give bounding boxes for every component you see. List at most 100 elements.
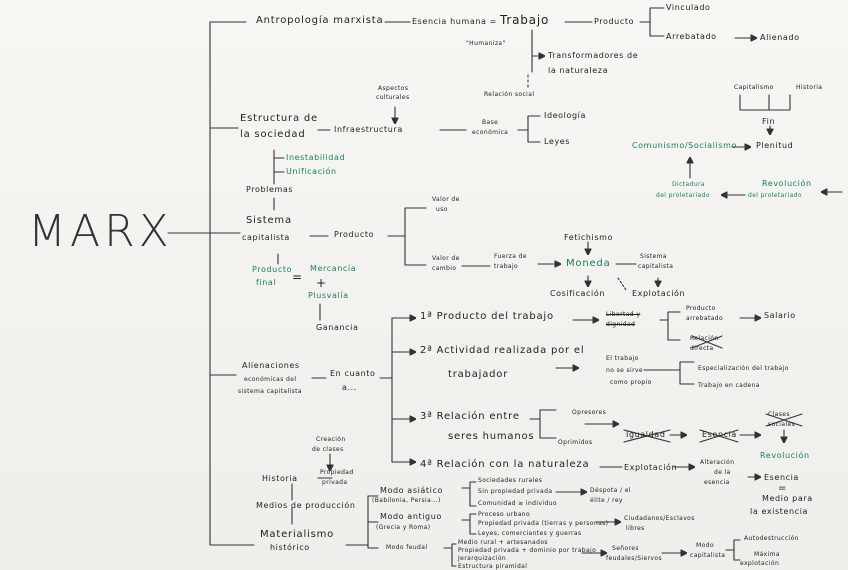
main-title: MARX xyxy=(28,206,173,257)
especializacion-node: Especialización del trabajo xyxy=(698,365,789,372)
producto-sistema: Producto xyxy=(334,230,375,239)
propiedad-line-1: Propiedad xyxy=(320,469,354,476)
senores-line-1: Señores xyxy=(612,545,639,552)
feudal-item-4: Estructura piramidal xyxy=(458,563,528,570)
alienacion-2-line-2: trabajador xyxy=(448,369,509,380)
despota-line-1: Déspota / el xyxy=(590,487,631,494)
estructura-line-2: la sociedad xyxy=(240,129,306,140)
relacion-directa-line-1: Relación xyxy=(690,335,719,342)
producto-node: Producto xyxy=(594,17,635,26)
revolucion-line-2: del proletariado xyxy=(748,192,802,199)
feudal-item-1: Medio rural + artesanados xyxy=(458,539,548,546)
sistema-line-1: Sistema xyxy=(246,215,292,226)
fin-node: Fin xyxy=(762,117,776,126)
medios-produccion: Medios de producción xyxy=(256,501,356,510)
capitalista-line-2: capitalista xyxy=(690,552,726,559)
transformadores-line-2: la naturaleza xyxy=(548,66,609,75)
asiatico-line-2: (Babilonia, Persia...) xyxy=(372,497,441,504)
estructura-line-1: Estructura de xyxy=(240,113,318,124)
antiguo-line-2: (Grecia y Roma) xyxy=(376,524,431,531)
sistema-cap-line-2: capitalista xyxy=(638,263,674,270)
medio-line-1: Medio para xyxy=(762,494,813,503)
capitalismo-node: Capitalismo xyxy=(734,84,774,91)
en-cuanto-line-1: En cuanto xyxy=(330,369,376,378)
asiatico-line-1: Modo asiático xyxy=(380,486,443,495)
alienacion-4: 4ª Relación con la naturaleza xyxy=(420,459,590,470)
esencia-equals: = xyxy=(778,483,788,494)
explotacion-naturaleza: Explotación xyxy=(624,463,678,472)
feudal-node: Modo feudal xyxy=(386,544,428,551)
producto-final-line-1: Producto xyxy=(252,265,293,274)
el-trabajo-line-3: como propio xyxy=(610,379,652,386)
el-trabajo-line-2: no se sirve xyxy=(606,367,644,374)
cosificacion-node: Cosificación xyxy=(550,289,605,298)
libertad-line-2: dignidad xyxy=(606,321,636,328)
historia-node: Historia xyxy=(796,84,823,91)
ciudadanos-line-2: libres xyxy=(626,525,645,532)
aspectos-line-2: culturales xyxy=(376,94,410,101)
el-trabajo-line-1: El trabajo xyxy=(606,355,639,362)
alienaciones-line-1: Alienaciones xyxy=(242,361,300,370)
capitalista-line-1: Modo xyxy=(696,542,714,549)
clases-line-2: sociales xyxy=(768,421,796,428)
base-line-2: económica xyxy=(472,129,509,136)
alienacion-1: 1ª Producto del trabajo xyxy=(420,311,554,322)
moneda-node: Moneda xyxy=(566,258,611,269)
esencia-humana: Esencia humana = xyxy=(412,17,497,26)
creacion-line-2: de clases xyxy=(312,446,344,453)
feudal-item-2: Propiedad privada + dominio por trabajo xyxy=(458,547,597,554)
libertad-line-1: Libertad y xyxy=(606,311,641,318)
sistema-line-2: capitalista xyxy=(242,233,290,242)
comunismo-node: Comunismo/Socialismo xyxy=(632,141,737,150)
mercancia-node: Mercancía xyxy=(310,264,357,273)
equals-sign: = xyxy=(292,270,303,284)
materialismo-line-1: Materialismo xyxy=(260,529,335,540)
ideologia-node: Ideología xyxy=(544,111,586,120)
alienaciones-line-3: sistema capitalista xyxy=(238,388,302,395)
alteracion-line-1: Alteración xyxy=(700,459,735,466)
alienacion-2-line-1: 2ª Actividad realizada por el xyxy=(420,345,585,356)
materialismo-line-2: histórico xyxy=(270,543,310,552)
producto-final-line-2: final xyxy=(256,278,277,287)
prod-arrebatado-line-1: Producto xyxy=(686,305,716,312)
unificacion-node: Unificación xyxy=(286,167,337,176)
revolucion-node: Revolución xyxy=(760,451,810,460)
medio-line-2: la existencia xyxy=(750,507,809,516)
antiguo-line-1: Modo antiguo xyxy=(380,512,442,521)
arrebatado-node: Arrebatado xyxy=(666,32,717,41)
creacion-line-1: Creación xyxy=(316,436,346,443)
cadena-node: Trabajo en cadena xyxy=(698,382,760,389)
dictadura-line-1: Dictadura xyxy=(672,181,705,188)
alienado-node: Alienado xyxy=(760,33,800,42)
opresores-node: Opresores xyxy=(572,409,607,416)
alienacion-3-line-1: 3ª Relación entre xyxy=(420,411,520,422)
esencia-naturaleza: Esencia xyxy=(764,473,799,482)
fuerza-line-1: Fuerza de xyxy=(494,253,527,260)
fuerza-line-2: trabajo xyxy=(494,263,519,270)
igualdad-node: Igualdad xyxy=(626,430,666,439)
maxima-line-2: explotación xyxy=(740,560,780,567)
alteracion-line-3: esencia xyxy=(704,479,730,486)
antropologia-label: Antropología marxista xyxy=(256,15,384,26)
valor-cambio-line-1: Valor de xyxy=(432,255,460,262)
autodestruccion-node: Autodestrucción xyxy=(744,535,799,542)
alienaciones-line-2: económicas del xyxy=(244,376,297,383)
trabajo-node: Trabajo xyxy=(500,13,550,27)
fetichismo-node: Fetichismo xyxy=(564,233,613,242)
maxima-line-1: Máxima xyxy=(754,551,780,558)
sistema-cap-line-1: Sistema xyxy=(640,253,667,260)
plenitud-node: Plenitud xyxy=(756,141,794,150)
infraestructura-node: Infraestructura xyxy=(334,125,403,134)
valor-uso-line-1: Valor de xyxy=(432,196,460,203)
despota-line-2: élite / rey xyxy=(590,497,623,504)
plusvalia-node: Plusvalía xyxy=(308,291,349,300)
revolucion-line-1: Revolución xyxy=(762,179,812,188)
problemas-node: Problemas xyxy=(246,185,294,194)
propiedad-line-2: privada xyxy=(322,479,348,486)
en-cuanto-line-2: a... xyxy=(342,383,357,392)
esencia-node: Esencia xyxy=(702,430,737,439)
antiguo-item-1: Proceso urbano xyxy=(478,511,531,518)
clases-line-1: Clases xyxy=(768,411,790,418)
